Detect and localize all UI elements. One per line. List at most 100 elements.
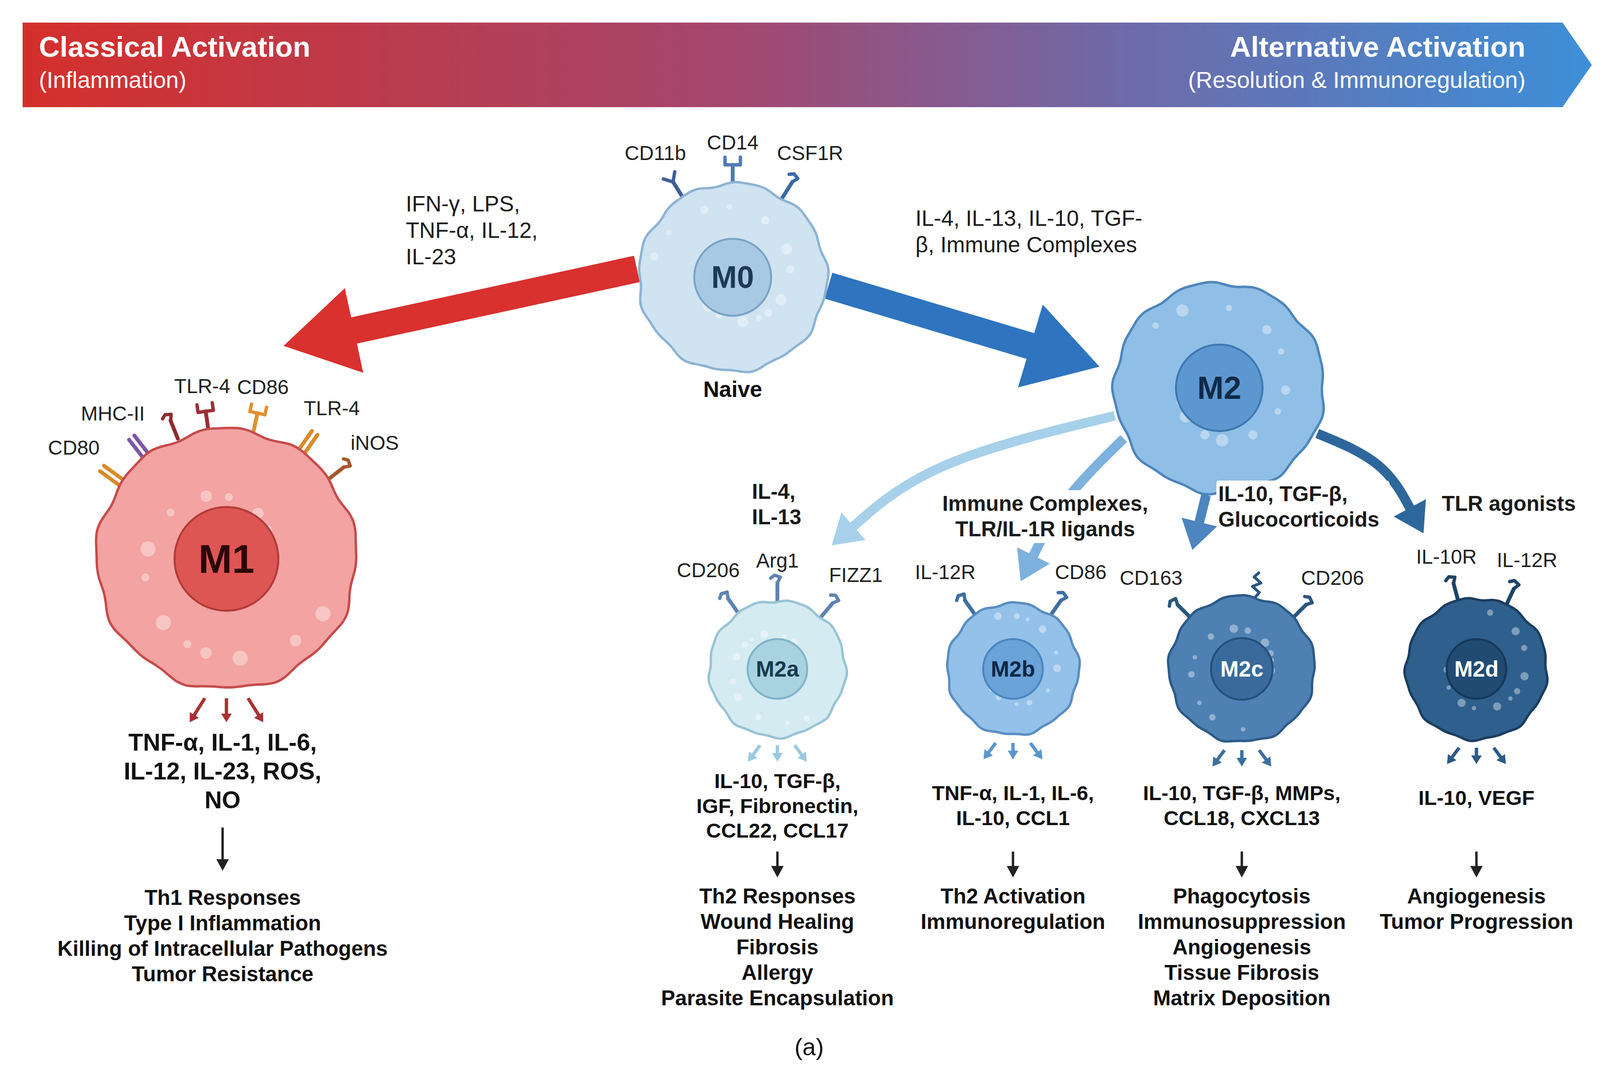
receptor-label: IL-12R bbox=[1496, 549, 1558, 573]
vesicle bbox=[734, 693, 743, 702]
vesicle bbox=[1471, 706, 1476, 711]
cytokine-list: IL-10, VEGF bbox=[1404, 786, 1549, 812]
vesicle bbox=[315, 606, 331, 622]
function-label: Th2 Activation bbox=[940, 884, 1086, 910]
vesicle bbox=[1014, 702, 1019, 707]
secretion-arrow-head bbox=[1007, 750, 1019, 760]
cell-name: M2a bbox=[755, 657, 799, 682]
m2b-macrophage: M2b bbox=[945, 601, 1081, 737]
receptor-label: CD86 bbox=[237, 375, 289, 399]
function-label: Immunoregulation bbox=[920, 910, 1106, 935]
vesicle bbox=[761, 216, 770, 225]
receptor-symbol bbox=[1445, 576, 1459, 603]
secretion-arrow-head bbox=[254, 712, 264, 723]
receptor-label: Arg1 bbox=[756, 549, 800, 573]
function-label: Th1 Responses bbox=[144, 886, 301, 911]
function-label: Tumor Resistance bbox=[131, 962, 314, 988]
secretion-arrow-head bbox=[983, 749, 994, 760]
vesicle bbox=[1200, 430, 1210, 440]
cell-membrane bbox=[1168, 595, 1315, 742]
secretion-arrow-shaft bbox=[987, 743, 996, 755]
receptor-stroke bbox=[1304, 596, 1313, 605]
secretion-arrow-shaft bbox=[193, 698, 205, 717]
receptor-label: CD86 bbox=[1054, 560, 1107, 584]
vesicle bbox=[1187, 671, 1195, 678]
secretion-arrow-head bbox=[1262, 756, 1272, 767]
cell-name: M0 bbox=[711, 260, 755, 295]
vesicle bbox=[1487, 609, 1494, 616]
vesicle bbox=[1025, 617, 1030, 622]
receptor-stroke bbox=[673, 182, 684, 199]
receptor-stroke bbox=[103, 465, 124, 480]
cell-membrane bbox=[947, 602, 1080, 735]
receptor-stroke bbox=[328, 467, 345, 480]
vesicle bbox=[1038, 625, 1047, 634]
nucleus bbox=[747, 639, 808, 700]
receptor-stroke bbox=[1169, 599, 1178, 607]
vesicle bbox=[166, 508, 175, 517]
arrow-head bbox=[1393, 499, 1426, 534]
receptor-label: FIZZ1 bbox=[828, 563, 883, 588]
secretion-arrow-head bbox=[772, 753, 783, 763]
band-heading: Alternative Activation bbox=[1229, 30, 1526, 64]
receptor-stroke bbox=[820, 603, 833, 619]
vesicle bbox=[786, 265, 795, 274]
stimulus-label: Immune Complexes, TLR/IL-1R ligands bbox=[935, 490, 1156, 544]
receptor-symbol bbox=[820, 595, 839, 618]
cytokine-list: IL-10, TGF-β, MMPs, CCL18, CXCL13 bbox=[1128, 781, 1355, 831]
caption: (a) bbox=[794, 1034, 824, 1063]
cell-membrane bbox=[96, 427, 357, 688]
nucleus bbox=[1175, 344, 1263, 432]
vesicle bbox=[1508, 696, 1513, 701]
vesicle bbox=[749, 637, 754, 642]
vesicle bbox=[140, 541, 156, 557]
receptor-symbol bbox=[100, 465, 124, 486]
secretion-arrow-head bbox=[1236, 758, 1248, 767]
vesicle bbox=[1229, 624, 1239, 634]
vesicle bbox=[232, 650, 248, 666]
activation-arrow bbox=[828, 285, 1100, 388]
receptor-stroke bbox=[1509, 580, 1519, 589]
cell-name: M2d bbox=[1454, 657, 1499, 682]
secretion-arrow-head bbox=[1447, 754, 1457, 765]
vesicle bbox=[141, 573, 150, 582]
vesicle bbox=[726, 204, 733, 211]
band-heading: (Inflammation) bbox=[38, 66, 187, 94]
gradient-arrow bbox=[22, 22, 1592, 108]
receptor-label: CD11b bbox=[624, 141, 687, 165]
receptor-stroke bbox=[782, 182, 793, 199]
secretion-arrow-head bbox=[221, 713, 232, 723]
receptor-stroke bbox=[162, 414, 172, 421]
vesicle bbox=[1446, 685, 1451, 690]
receptor-symbol bbox=[719, 592, 739, 615]
secretion-arrow-shaft bbox=[1030, 743, 1039, 755]
vesicle bbox=[803, 715, 811, 722]
outcome-arrow-shaft bbox=[221, 827, 225, 862]
receptor-stroke bbox=[1050, 600, 1062, 617]
receptor-stroke bbox=[1445, 576, 1455, 584]
receptor-label: CD206 bbox=[676, 558, 740, 582]
vesicle bbox=[737, 316, 749, 328]
stimulus-label: IFN-γ, LPS, TNF-α, IL-12, IL-23 bbox=[403, 189, 552, 272]
vesicle bbox=[1492, 702, 1501, 711]
secretion-arrow-head bbox=[1496, 754, 1507, 765]
outcome-arrow bbox=[771, 851, 784, 878]
receptor-stroke bbox=[673, 172, 675, 183]
nucleus bbox=[694, 238, 772, 316]
receptor-stroke bbox=[134, 436, 150, 455]
receptor-label: MHC-II bbox=[80, 401, 145, 425]
receptor-label: CD14 bbox=[706, 131, 759, 155]
receptor-symbol bbox=[1050, 592, 1067, 617]
function-label: Angiogenesis bbox=[1172, 935, 1312, 961]
receptor-stroke bbox=[1058, 592, 1067, 601]
function-label: Matrix Deposition bbox=[1152, 986, 1331, 1012]
receptor-stroke bbox=[303, 435, 318, 455]
receptor-label: IL-12R bbox=[914, 560, 976, 584]
vesicle bbox=[1054, 650, 1059, 655]
arrow-head bbox=[1181, 517, 1218, 550]
outcome-arrow bbox=[1006, 851, 1020, 878]
function-label: Allergy bbox=[741, 961, 813, 986]
vesicle bbox=[1511, 627, 1520, 636]
vesicle bbox=[781, 243, 793, 255]
